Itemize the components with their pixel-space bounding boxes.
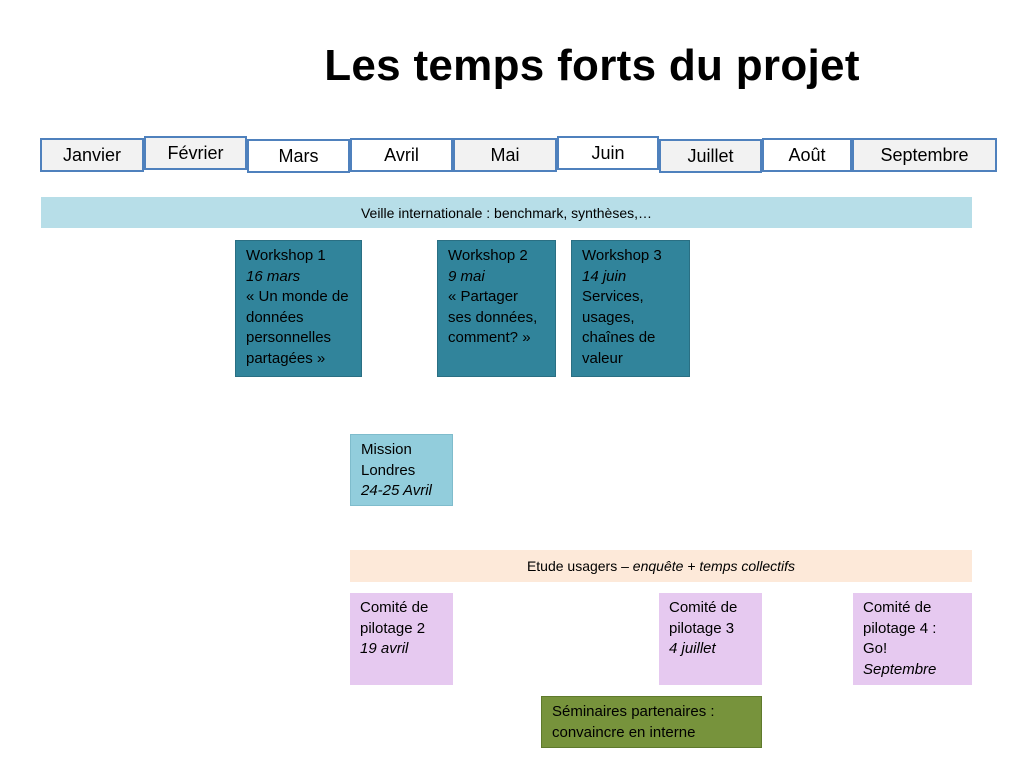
month-janvier: Janvier bbox=[40, 138, 144, 172]
etude-usagers-bar: Etude usagers – enquête + temps collecti… bbox=[350, 550, 972, 582]
workshop-1-box: Workshop 1 16 mars « Un monde de données… bbox=[235, 240, 362, 377]
workshop-name: Workshop 1 bbox=[246, 247, 326, 264]
workshop-desc: « Un monde de données personnelles parta… bbox=[246, 288, 349, 367]
comite-name: Comité de pilotage 4 : Go! bbox=[863, 599, 937, 658]
workshop-date: 16 mars bbox=[246, 267, 301, 285]
workshop-desc: Services, usages, chaînes de valeur bbox=[582, 288, 656, 367]
seminaires-box: Séminaires partenaires : convaincre en i… bbox=[541, 696, 762, 748]
month-mars: Mars bbox=[247, 139, 350, 173]
month-fevrier: Février bbox=[144, 136, 247, 170]
workshop-2-box: Workshop 2 9 mai « Partager ses données,… bbox=[437, 240, 556, 377]
workshop-3-box: Workshop 3 14 juin Services, usages, cha… bbox=[571, 240, 690, 377]
comite-date: 4 juillet bbox=[669, 640, 716, 658]
comite-name: Comité de pilotage 2 bbox=[360, 599, 429, 637]
workshop-name: Workshop 2 bbox=[448, 247, 528, 264]
mission-date: 24-25 Avril bbox=[361, 482, 432, 500]
seminaires-text: Séminaires partenaires : convaincre en i… bbox=[552, 703, 715, 741]
etude-detail: enquête + temps collectifs bbox=[632, 558, 796, 574]
workshop-name: Workshop 3 bbox=[582, 247, 662, 264]
month-aout: Août bbox=[762, 138, 852, 172]
etude-label: Etude usagers – bbox=[526, 558, 633, 574]
workshop-date: 9 mai bbox=[448, 267, 485, 285]
comite-name: Comité de pilotage 3 bbox=[669, 599, 738, 637]
workshop-desc: « Partager ses données, comment? » bbox=[448, 288, 538, 347]
workshop-date: 14 juin bbox=[582, 267, 627, 285]
month-juillet: Juillet bbox=[659, 139, 762, 173]
comite-pilotage-3-box: Comité de pilotage 3 4 juillet bbox=[659, 593, 762, 685]
mission-londres-box: Mission Londres 24-25 Avril bbox=[350, 434, 453, 506]
mission-name: Mission Londres bbox=[361, 441, 416, 479]
month-septembre: Septembre bbox=[852, 138, 997, 172]
month-juin: Juin bbox=[557, 136, 659, 170]
comite-date: 19 avril bbox=[360, 640, 409, 658]
page-title: Les temps forts du projet bbox=[324, 41, 860, 90]
comite-pilotage-2-box: Comité de pilotage 2 19 avril bbox=[350, 593, 453, 685]
month-avril: Avril bbox=[350, 138, 453, 172]
veille-bar: Veille internationale : benchmark, synth… bbox=[41, 197, 972, 228]
comite-pilotage-4-box: Comité de pilotage 4 : Go! Septembre bbox=[853, 593, 972, 685]
comite-date: Septembre bbox=[863, 660, 937, 678]
month-mai: Mai bbox=[453, 138, 557, 172]
